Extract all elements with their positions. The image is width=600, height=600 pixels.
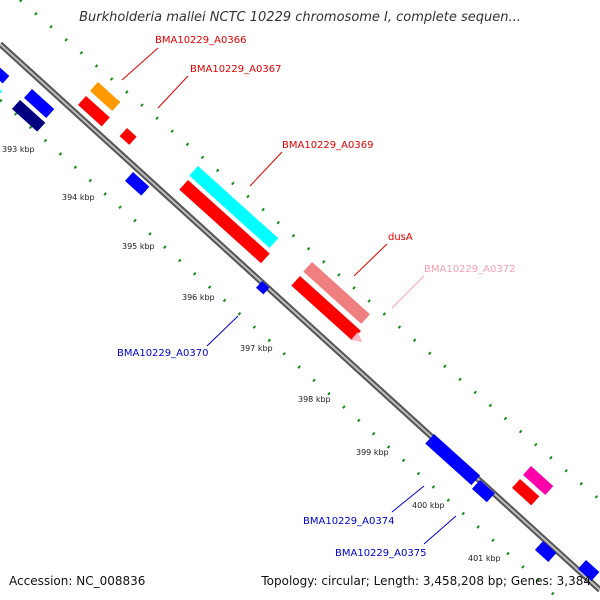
gene-feature[interactable]	[291, 276, 361, 341]
gene-label[interactable]: BMA10229_A0366	[155, 35, 246, 46]
tick-label: 395 kbp	[122, 242, 155, 251]
tick-label: 394 kbp	[62, 193, 95, 202]
gene-feature[interactable]	[577, 560, 600, 581]
gene-feature[interactable]	[522, 466, 554, 495]
gene-label[interactable]: BMA10229_A0370	[117, 348, 208, 359]
gene-feature[interactable]	[255, 281, 270, 295]
gene-feature[interactable]	[0, 86, 2, 99]
gene-feature[interactable]	[124, 172, 150, 196]
tick-label: 399 kbp	[356, 448, 389, 457]
gene-feature[interactable]	[351, 332, 365, 346]
leader-lines	[121, 47, 457, 545]
gene-feature[interactable]	[77, 96, 110, 127]
tick-label: 401 kbp	[468, 554, 501, 563]
tick-label: 397 kbp	[240, 344, 273, 353]
gene-feature[interactable]	[189, 166, 279, 248]
accession-text: Accession: NC_008836	[9, 574, 146, 588]
inner-track-dots	[0, 98, 561, 600]
tick-label: 396 kbp	[182, 293, 215, 302]
gene-feature[interactable]	[471, 480, 495, 503]
gene-label[interactable]: BMA10229_A0374	[303, 516, 394, 527]
gene-feature[interactable]	[119, 128, 137, 145]
gene-label[interactable]: BMA10229_A0369	[282, 140, 373, 151]
gene-feature[interactable]	[179, 180, 270, 264]
gene-feature[interactable]	[534, 541, 557, 562]
tick-label: 400 kbp	[412, 501, 445, 510]
tick-labels: 393 kbp 394 kbp 395 kbp 396 kbp 397 kbp …	[2, 145, 501, 563]
gene-feature[interactable]	[11, 100, 46, 132]
gene-feature[interactable]	[425, 434, 481, 486]
tick-label: 398 kbp	[298, 395, 331, 404]
map-title: Burkholderia mallei NCTC 10229 chromosom…	[79, 10, 521, 25]
tick-label: 393 kbp	[2, 145, 35, 154]
gene-feature[interactable]	[0, 64, 10, 84]
gene-labels: BMA10229_A0366 BMA10229_A0367 BMA10229_A…	[117, 35, 515, 559]
gene-label[interactable]: BMA10229_A0367	[190, 64, 281, 75]
gene-feature[interactable]	[89, 82, 121, 111]
gene-label[interactable]: BMA10229_A0375	[335, 548, 426, 559]
gene-label[interactable]: BMA10229_A0372	[424, 264, 515, 275]
gene-label[interactable]: dusA	[388, 232, 413, 243]
backbone	[0, 41, 600, 593]
gene-feature[interactable]	[511, 479, 540, 506]
gene-feature[interactable]	[303, 262, 370, 324]
gene-features	[0, 64, 600, 581]
topology-text: Topology: circular; Length: 3,458,208 bp…	[261, 574, 591, 588]
gene-feature[interactable]	[23, 89, 55, 118]
outer-track-dots	[19, 0, 600, 502]
